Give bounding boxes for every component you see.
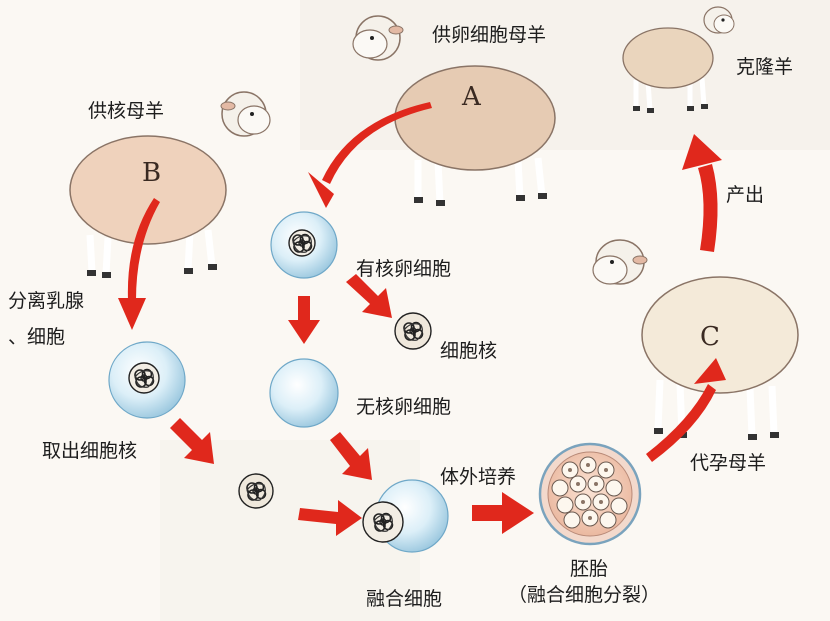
label-nucleated-egg: 有核卵细胞: [356, 258, 452, 280]
arrow-c-to-cloned: [698, 164, 718, 252]
sheep-b: [69, 91, 271, 278]
embryo-cell: [538, 442, 642, 546]
label-nucleus: 细胞核: [440, 340, 498, 362]
label-separate-cells-1: 分离乳腺: [8, 290, 85, 312]
arrow-fused-to-embryo: [472, 492, 534, 534]
arrow-egg-to-nucleus: [346, 274, 392, 318]
arrow-a-to-egg: [322, 102, 432, 184]
nucleated-egg-cell: [270, 211, 338, 279]
enucleated-egg-cell: [269, 358, 339, 428]
cloned-sheep: [622, 6, 735, 113]
label-embryo-note: （融合细胞分裂）: [508, 584, 661, 606]
label-birth: 产出: [726, 184, 765, 206]
letter-c: C: [700, 322, 720, 352]
label-enucleated-egg: 无核卵细胞: [356, 396, 452, 418]
sheep-a: [352, 15, 556, 206]
label-extract-nucleus: 取出细胞核: [42, 440, 138, 462]
arrowhead-a-to-egg: [308, 172, 334, 208]
label-fused-cell: 融合细胞: [366, 588, 443, 610]
arrow-embryo-to-c: [646, 384, 716, 462]
arrow-enucleated-to-fused: [330, 432, 372, 480]
label-separate-cells-2: 、细胞: [8, 326, 66, 348]
label-cloned-sheep: 克隆羊: [736, 56, 794, 78]
arrow-cell-to-nucleus: [170, 418, 214, 464]
arrow-nucleus-to-fused: [298, 500, 362, 536]
sheep-c: [592, 239, 799, 440]
removed-nucleus: [394, 312, 432, 350]
arrow-egg-to-enucleated-shaft: [298, 296, 310, 322]
mammary-cell: [108, 341, 186, 419]
letter-a: A: [462, 82, 481, 112]
letter-b: B: [142, 158, 162, 188]
label-donor-egg-sheep: 供卵细胞母羊: [432, 24, 547, 46]
label-in-vitro-culture: 体外培养: [440, 466, 517, 488]
label-surrogate-sheep: 代孕母羊: [690, 452, 767, 474]
label-donor-nucleus-sheep: 供核母羊: [88, 100, 165, 122]
arrowhead-c-to-cloned: [682, 134, 722, 170]
arrowhead-b-to-cell: [118, 298, 146, 330]
arrow-b-to-cell: [127, 198, 160, 300]
label-embryo: 胚胎: [570, 558, 609, 580]
arrowhead-egg-to-enucleated: [288, 320, 320, 344]
extracted-nucleus: [238, 473, 274, 509]
fused-cell: [362, 479, 449, 553]
arrowhead-embryo-to-c: [694, 358, 726, 384]
